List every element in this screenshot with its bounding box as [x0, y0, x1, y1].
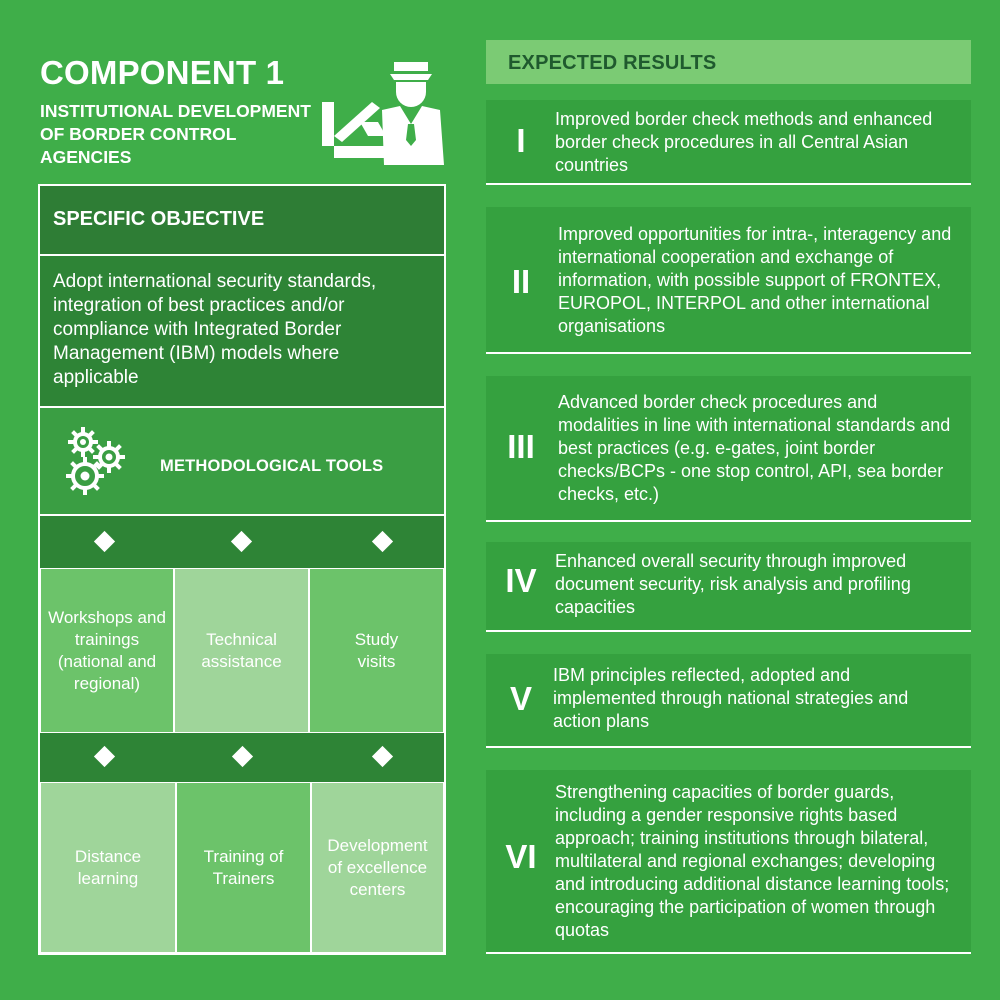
diamond-divider-row: [40, 733, 444, 782]
result-numeral: III: [507, 428, 535, 465]
tool-excellence-centers: Development of excellence centers: [311, 782, 444, 953]
result-numeral: IV: [505, 562, 537, 599]
result-text: Strengthening capacities of border guard…: [555, 782, 950, 940]
result-numeral: V: [509, 680, 532, 717]
methodological-tools-heading: METHODOLOGICAL TOOLS: [160, 457, 384, 475]
component-subtitle: INSTITUTIONAL DEVELOPMENT OF BORDER CONT…: [40, 101, 311, 167]
diamond-bullet-icon: [231, 745, 254, 768]
tool-label: Development of excellence centers: [327, 835, 428, 899]
specific-objective-body: Adopt international security standards, …: [40, 256, 444, 408]
result-numeral: II: [511, 263, 531, 300]
tool-technical-assistance: Technical assistance: [174, 568, 309, 733]
tool-label: Study visits: [354, 629, 399, 671]
result-item: V IBM principles reflected, adopted and …: [486, 654, 971, 748]
result-item: IV Enhanced overall security through imp…: [486, 542, 971, 632]
tool-label: Training of Trainers: [203, 846, 284, 888]
tool-training-of-trainers: Training of Trainers: [176, 782, 311, 953]
border-officer-icon: [322, 62, 444, 165]
result-item: I Improved border check methods and enha…: [486, 100, 971, 185]
specific-objective-heading: SPECIFIC OBJECTIVE: [53, 208, 265, 230]
result-text: Improved opportunities for intra-, inter…: [558, 224, 952, 336]
tool-label: Distance learning: [74, 846, 142, 888]
diamond-bullet-icon: [371, 745, 394, 768]
diamond-divider-row: [40, 516, 444, 568]
specific-objective-header: SPECIFIC OBJECTIVE: [40, 186, 444, 256]
result-numeral: I: [516, 122, 526, 159]
result-item: II Improved opportunities for intra-, in…: [486, 207, 971, 354]
expected-results-header: EXPECTED RESULTS: [486, 40, 971, 84]
result-item: VI Strengthening capacities of border gu…: [486, 770, 971, 954]
component-title: COMPONENT 1: [40, 54, 285, 91]
left-panel-border: [38, 184, 446, 955]
tool-label: Workshops and trainings (national and re…: [48, 607, 166, 693]
diamond-bullet-icon: [93, 745, 116, 768]
diamond-bullet-icon: [93, 530, 116, 553]
expected-results-heading: EXPECTED RESULTS: [508, 52, 717, 74]
result-text: Enhanced overall security through improv…: [555, 551, 911, 617]
diamond-bullet-icon: [230, 530, 253, 553]
result-text: Advanced border check procedures and mod…: [558, 392, 951, 504]
result-text: IBM principles reflected, adopted and im…: [553, 665, 909, 731]
gears-icon: [66, 427, 125, 495]
tool-distance-learning: Distance learning: [40, 782, 176, 953]
result-text: Improved border check methods and enhanc…: [555, 109, 933, 175]
specific-objective-text: Adopt international security standards, …: [53, 271, 377, 388]
tool-study-visits: Study visits: [309, 568, 444, 733]
result-numeral: VI: [505, 838, 537, 875]
tool-label: Technical assistance: [201, 629, 282, 671]
result-item: III Advanced border check procedures and…: [486, 376, 971, 522]
tool-workshops: Workshops and trainings (national and re…: [40, 568, 174, 733]
diamond-bullet-icon: [371, 530, 394, 553]
methodological-tools-header: METHODOLOGICAL TOOLS: [40, 408, 444, 516]
